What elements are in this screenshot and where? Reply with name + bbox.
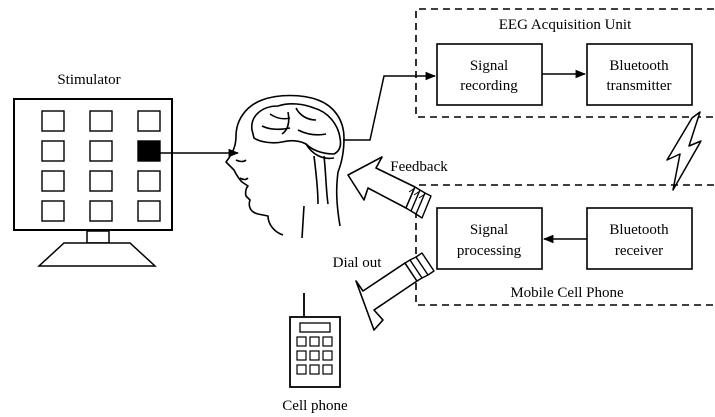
phone-key — [322, 336, 333, 347]
phone-key — [296, 336, 307, 347]
bluetooth-transmitter-box — [586, 43, 693, 106]
stimulator-label: Stimulator — [57, 72, 120, 88]
feedback-label: Feedback — [390, 159, 448, 175]
signal-recording-label-2: recording — [460, 78, 518, 94]
phone-key — [322, 350, 333, 361]
bt-transmitter-label-1: Bluetooth — [609, 58, 669, 74]
signal-processing-box — [436, 207, 543, 270]
stimulator-cell — [41, 170, 65, 192]
dial-out-label: Dial out — [333, 255, 383, 271]
phone-key — [296, 350, 307, 361]
lightning-bolt-icon — [666, 111, 702, 191]
signal-recording-label-1: Signal — [470, 58, 508, 74]
stimulator-cell — [41, 110, 65, 132]
stimulator-grid — [41, 110, 161, 222]
stimulator-cell — [41, 140, 65, 162]
cell-phone-icon — [289, 293, 341, 388]
phone-key — [309, 336, 320, 347]
phone-key — [296, 364, 307, 375]
bt-receiver-label-1: Bluetooth — [609, 222, 669, 238]
signal-processing-label-2: processing — [457, 243, 522, 259]
phone-keypad — [296, 336, 333, 375]
phone-key — [322, 364, 333, 375]
bt-transmitter-label-2: transmitter — [607, 78, 672, 94]
feedback-arrow — [347, 156, 432, 219]
human-head-brain-icon — [225, 94, 345, 239]
stimulator-cell-highlighted — [137, 140, 161, 162]
stimulator-cell — [137, 200, 161, 222]
mobile-cell-phone-unit: Signal processing Bluetooth receiver Mob… — [415, 184, 714, 306]
stimulator-cell — [41, 200, 65, 222]
signal-processing-label-1: Signal — [470, 222, 508, 238]
stimulator-cell — [89, 170, 113, 192]
dial-out-arrow — [355, 252, 435, 331]
bt-receiver-label-2: receiver — [615, 243, 663, 259]
stimulator-cell — [137, 170, 161, 192]
stimulator-cell — [89, 110, 113, 132]
stimulator-cell — [137, 110, 161, 132]
cell-phone-label: Cell phone — [282, 398, 348, 414]
stimulator-cell — [89, 140, 113, 162]
mobile-cell-phone-label: Mobile Cell Phone — [510, 285, 624, 301]
signal-recording-box — [436, 43, 543, 106]
stimulator-cell — [89, 200, 113, 222]
eeg-signal-arrow — [343, 71, 437, 141]
bluetooth-receiver-box — [586, 207, 693, 270]
monitor-grid-icon — [13, 98, 173, 267]
eeg-unit-label: EEG Acquisition Unit — [499, 17, 632, 33]
phone-key — [309, 350, 320, 361]
eeg-acquisition-unit: EEG Acquisition Unit Signal recording Bl… — [415, 8, 714, 118]
phone-key — [309, 364, 320, 375]
